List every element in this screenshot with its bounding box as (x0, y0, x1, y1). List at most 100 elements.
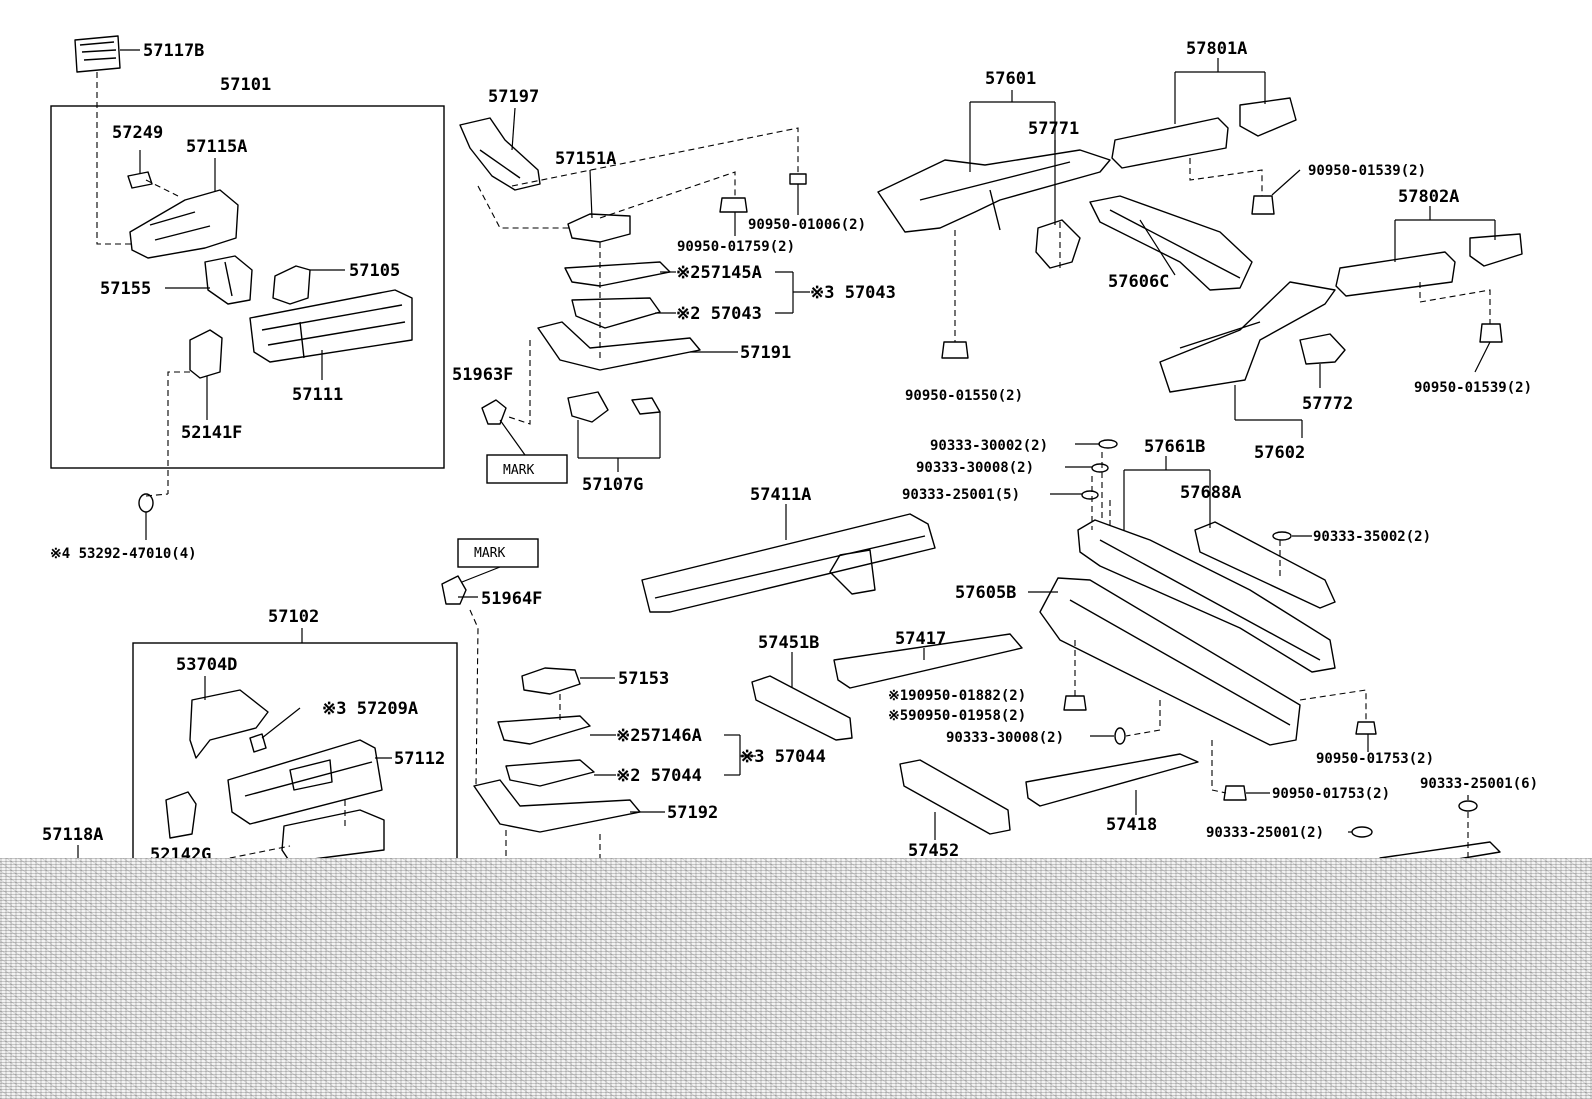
part-57249-shape (127, 171, 153, 189)
label-57192: 57192 (667, 803, 718, 823)
part-57601-shape (877, 149, 1111, 233)
part-57772-shape (1299, 333, 1346, 365)
part-90950-01753a-shape (1355, 721, 1377, 735)
label-53292-47010: ※4 53292-47010(4) (50, 546, 197, 562)
part-51963F-shape (481, 399, 507, 425)
label-57606C: 57606C (1108, 272, 1169, 292)
label-57043-assy: ※3 57043 (810, 283, 896, 303)
part-57191-shape (537, 321, 701, 371)
part-57151A-shape (567, 213, 631, 243)
label-57155: 57155 (100, 279, 151, 299)
part-57688A-shape (1194, 521, 1336, 609)
label-57772: 57772 (1302, 394, 1353, 414)
label-57802A: 57802A (1398, 187, 1459, 207)
part-90950-01759-shape (719, 197, 748, 213)
washer-90333-30008a (1091, 463, 1109, 473)
part-57451B-shape (751, 675, 853, 741)
label-90950-01958: ※590950-01958(2) (888, 708, 1026, 724)
part-57661B-shape (1077, 519, 1336, 673)
label-57451B: 57451B (758, 633, 819, 653)
scan-noise-area (0, 858, 1592, 1099)
label-57249: 57249 (112, 123, 163, 143)
leader-lines (77, 49, 1496, 860)
label-90333-25001-2: 90333-25001(2) (1206, 825, 1324, 841)
label-57105: 57105 (349, 261, 400, 281)
label-57452: 57452 (908, 841, 959, 861)
part-57155-shape (204, 255, 253, 305)
part-57117B-shape (74, 35, 121, 73)
part-53292-shape (138, 493, 154, 513)
label-57209A: ※3 57209A (322, 699, 418, 719)
label-57044-sub: ※2 57044 (616, 766, 702, 786)
part-57606C-shape (1089, 195, 1253, 291)
label-52141F: 52141F (181, 423, 242, 443)
label-90950-01753-left: 90950-01753(2) (1272, 786, 1390, 802)
part-57417-shape (833, 633, 1023, 689)
label-57418: 57418 (1106, 815, 1157, 835)
part-57146A-shape (497, 715, 591, 745)
label-57145A: ※257145A (676, 263, 762, 283)
label-57102: 57102 (268, 607, 319, 627)
label-57117B: 57117B (143, 41, 204, 61)
dashed-lines (96, 72, 1491, 861)
label-57043-sub: ※2 57043 (676, 304, 762, 324)
part-57209A-shape (249, 733, 267, 753)
label-90950-01539-right: 90950-01539(2) (1414, 380, 1532, 396)
label-57112: 57112 (394, 749, 445, 769)
part-52142G-shape (165, 791, 197, 839)
part-90950-01539b-shape (1479, 323, 1503, 343)
part-57043-shape (571, 297, 661, 329)
label-57411A: 57411A (750, 485, 811, 505)
part-57605B-shape (1039, 577, 1301, 746)
washer-90333-30002 (1098, 439, 1118, 449)
part-52141F-shape (189, 329, 223, 379)
label-57605B: 57605B (955, 583, 1016, 603)
label-57417: 57417 (895, 629, 946, 649)
label-57111: 57111 (292, 385, 343, 405)
label-51963F: 51963F (452, 365, 513, 385)
label-57688A: 57688A (1180, 483, 1241, 503)
label-57197: 57197 (488, 87, 539, 107)
label-57602: 57602 (1254, 443, 1305, 463)
label-57151A: 57151A (555, 149, 616, 169)
label-90333-25001-5: 90333-25001(5) (902, 487, 1020, 503)
label-57191: 57191 (740, 343, 791, 363)
part-57452-shape (899, 759, 1011, 835)
part-57802A-shape (1335, 233, 1523, 297)
part-57105-shape (272, 265, 311, 305)
label-53704D: 53704D (176, 655, 237, 675)
part-57192-shape (473, 779, 641, 833)
part-57411A-shape (641, 513, 936, 613)
part-57115A-shape (129, 189, 239, 259)
label-90950-01539-top: 90950-01539(2) (1308, 163, 1426, 179)
part-53704D-shape (189, 689, 269, 759)
part-51964F-shape (441, 575, 467, 605)
washer-90333-25001c (1351, 826, 1373, 838)
part-57044-shape (505, 759, 595, 787)
label-57118A: 57118A (42, 825, 103, 845)
label-57601: 57601 (985, 69, 1036, 89)
label-57107G: 57107G (582, 475, 643, 495)
part-90950-01006-shape (789, 173, 807, 185)
part-57197-shape (459, 117, 541, 191)
part-57153-shape (521, 667, 581, 695)
label-90333-25001-6: 90333-25001(6) (1420, 776, 1538, 792)
label-57101: 57101 (220, 75, 271, 95)
label-90950-01753-right: 90950-01753(2) (1316, 751, 1434, 767)
label-57115A: 57115A (186, 137, 247, 157)
part-90950-01539a-shape (1251, 195, 1275, 215)
label-90333-30008-bottom: 90333-30008(2) (946, 730, 1064, 746)
mark-box-1 (486, 454, 568, 484)
part-90950-01882-shape (1063, 695, 1087, 711)
label-90950-01550: 90950-01550(2) (905, 388, 1023, 404)
label-90950-01759: 90950-01759(2) (677, 239, 795, 255)
label-90950-01006: 90950-01006(2) (748, 217, 866, 233)
label-90333-35002: 90333-35002(2) (1313, 529, 1431, 545)
part-57112-shape (227, 739, 383, 825)
part-57771-shape (1035, 219, 1081, 269)
label-57771: 57771 (1028, 119, 1079, 139)
label-57044-assy: ※3 57044 (740, 747, 826, 767)
label-90333-30002: 90333-30002(2) (930, 438, 1048, 454)
washer-90333-30008b (1114, 727, 1126, 745)
